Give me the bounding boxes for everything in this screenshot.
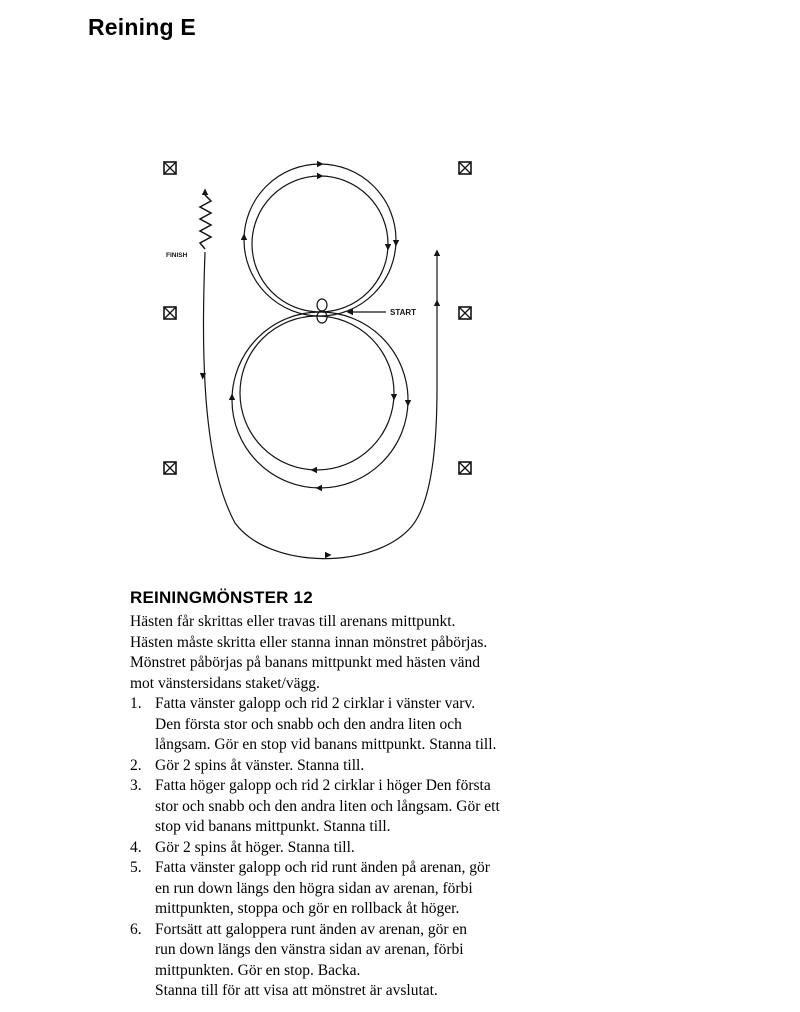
step-text-line: långsam. Gör en stop vid banans mittpunk…: [155, 736, 497, 753]
step-text-line: stor och snabb och den andra liten och l…: [155, 797, 500, 815]
step-text-line: mittpunkten. Gör en stop. Backa.: [155, 961, 361, 979]
step-text-line: Gör 2 spins åt höger. Stanna till.: [155, 838, 355, 856]
intro-line: Mönstret påbörjas på banans mittpunkt me…: [130, 654, 480, 671]
step-text-line: Gör 2 spins åt vänster. Stanna till.: [155, 756, 365, 774]
step-text: Fatta höger galopp och rid 2 cirklar i h…: [155, 776, 580, 838]
step-text-line: stop vid banans mittpunkt. Stanna till.: [155, 818, 391, 835]
list-item: 5. Fatta vänster galopp och rid runt änd…: [130, 858, 580, 920]
step-text-line: Fatta höger galopp och rid 2 cirklar i h…: [155, 777, 491, 794]
pattern-description: REININGMÖNSTER 12 Hästen får skrittas el…: [130, 588, 580, 1002]
step-number: 5.: [130, 859, 142, 876]
step-text-line: Fatta vänster galopp och rid runt änden …: [155, 859, 490, 876]
step-text-line: Fortsätt att galoppera runt änden av are…: [155, 920, 468, 938]
step-number: 3.: [130, 777, 142, 794]
finish-label: FINISH: [166, 252, 188, 259]
list-item: 4. Gör 2 spins åt höger. Stanna till.: [130, 838, 580, 859]
pattern-track: [202, 163, 438, 560]
step-text-line: Fatta vänster galopp och rid 2 cirklar i…: [155, 695, 476, 712]
intro-line: Hästen måste skritta eller stanna innan …: [130, 633, 488, 651]
page-title: Reining E: [88, 14, 196, 40]
direction-arrow-icons: [199, 160, 441, 559]
arena-marker-icon: [163, 461, 177, 475]
list-item: 3. Fatta höger galopp och rid 2 cirklar …: [130, 776, 580, 838]
step-text-line: Den första stor och snabb och den andra …: [155, 715, 462, 733]
step-number: 2.: [130, 756, 142, 774]
step-text: Gör 2 spins åt höger. Stanna till.: [155, 838, 580, 859]
list-item: 1. Fatta vänster galopp och rid 2 cirkla…: [130, 694, 580, 756]
step-text: Gör 2 spins åt vänster. Stanna till.: [155, 756, 580, 777]
pattern-heading: REININGMÖNSTER 12: [130, 588, 313, 607]
step-text-line: mittpunkten, stoppa och gör en rollback …: [155, 900, 460, 917]
arena-marker-icon: [163, 161, 177, 175]
step-text-line: en run down längs den högra sidan av are…: [155, 879, 473, 897]
intro-line: Hästen får skrittas eller travas till ar…: [130, 613, 456, 630]
arena-marker-icon: [458, 306, 472, 320]
intro-line: mot vänstersidans staket/vägg.: [130, 674, 320, 692]
step-text: Fatta vänster galopp och rid runt änden …: [155, 858, 580, 920]
backup-zigzag: [198, 194, 213, 250]
step-text: Fatta vänster galopp och rid 2 cirklar i…: [155, 694, 580, 756]
spin-loops: [316, 298, 328, 324]
arena-marker-icon: [458, 461, 472, 475]
step-text-line: run down längs den vänstra sidan av aren…: [155, 941, 464, 958]
step-number: 4.: [130, 838, 142, 856]
list-item: 6. Fortsätt att galoppera runt änden av …: [130, 920, 580, 982]
start-label: START: [390, 308, 416, 317]
arena-marker-icon: [458, 161, 472, 175]
step-text: Fortsätt att galoppera runt änden av are…: [155, 920, 580, 982]
reining-pattern-diagram: FINISH START: [163, 160, 472, 560]
step-number: 1.: [130, 695, 142, 712]
arena-marker-icon: [163, 306, 177, 320]
closing-line: Stanna till för att visa att mönstret är…: [155, 982, 438, 999]
step-number: 6.: [130, 920, 142, 938]
list-item: 2. Gör 2 spins åt vänster. Stanna till.: [130, 756, 580, 777]
